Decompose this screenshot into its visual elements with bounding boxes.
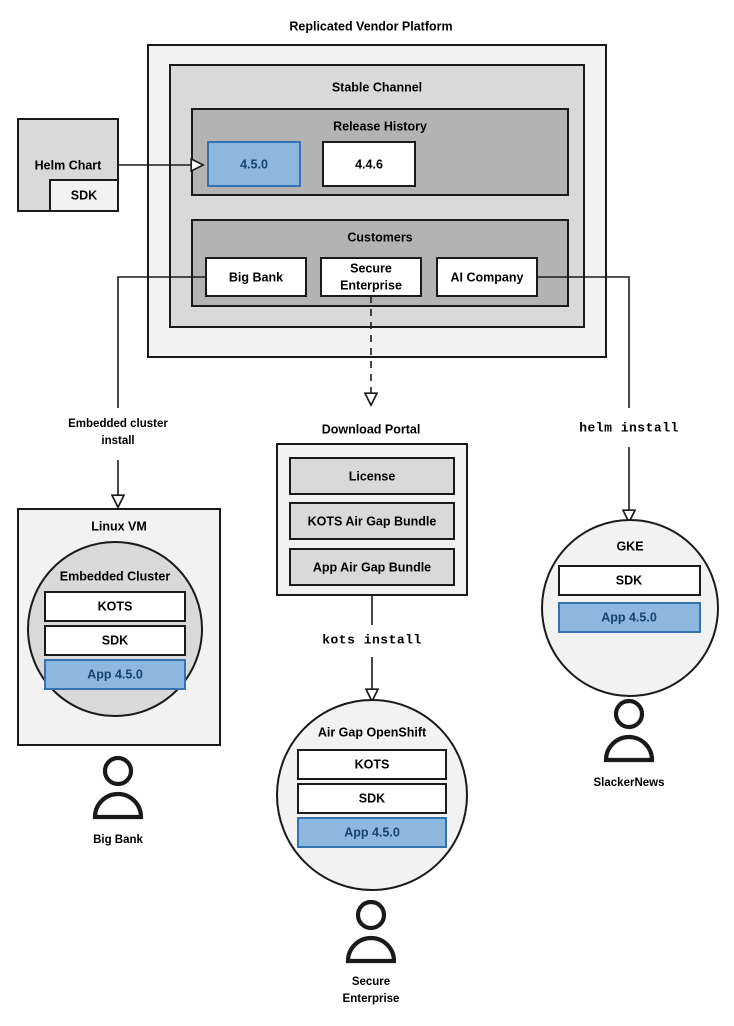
linux-vm-component-sdk [44,625,186,656]
customer-label-line1: Secure [350,261,392,275]
release-card-4-4-6[interactable] [322,141,416,187]
helm-chart-label: Helm Chart [35,158,103,172]
linux-vm-component-app [44,659,186,690]
release-history-title: Release History [333,119,427,133]
linux-vm-title: Linux VM [91,519,147,533]
actor-label-secure-enterprise-line2: Enterprise [343,993,400,1005]
component-label: App 4.5.0 [87,667,143,681]
component-label: SDK [102,633,128,647]
connector-label-kots-install: kots install [322,632,422,647]
portal-item-label: KOTS Air Gap Bundle [308,514,437,528]
connector-label-embedded-install-line1: Embedded cluster [68,418,168,430]
connector-ai-company-down [537,276,630,408]
component-label: SDK [359,791,385,805]
component-label: SDK [616,573,642,587]
customer-card-secure-enterprise[interactable] [320,257,422,297]
gke-title: GKE [616,539,643,553]
stable-channel-title: Stable Channel [332,80,422,94]
person-icon [603,698,655,763]
portal-item-app-airgap-bundle[interactable] [289,548,455,586]
openshift-component-kots [297,749,447,780]
release-version-label: 4.4.6 [355,157,383,171]
actor-label-slackernews: SlackerNews [594,777,665,789]
connector-bigbank-down [117,276,206,408]
connector-label-embedded-install-line2: install [101,435,134,447]
person-icon [345,899,397,964]
component-label: App 4.5.0 [344,825,400,839]
portal-item-kots-airgap-bundle[interactable] [289,502,455,540]
portal-item-license[interactable] [289,457,455,495]
customer-label: Big Bank [229,270,283,284]
linux-vm-component-kots [44,591,186,622]
customer-label: AI Company [451,270,524,284]
airgap-openshift-title: Air Gap OpenShift [318,725,427,739]
release-card-4-5-0[interactable] [207,141,301,187]
page-title: Replicated Vendor Platform [289,19,452,33]
actor-label-big-bank: Big Bank [93,834,143,846]
person-icon [92,755,144,820]
actor-label-secure-enterprise-line1: Secure [352,976,390,988]
release-version-label: 4.5.0 [240,157,268,171]
component-label: KOTS [355,757,390,771]
component-label: KOTS [98,599,133,613]
customer-card-big-bank[interactable] [205,257,307,297]
component-label: App 4.5.0 [601,610,657,624]
openshift-component-sdk [297,783,447,814]
download-portal-title: Download Portal [322,422,421,436]
gke-component-app [558,602,701,633]
customers-title: Customers [347,230,412,244]
helm-chart-sdk-box [49,179,119,212]
openshift-component-app [297,817,447,848]
portal-item-label: App Air Gap Bundle [313,560,431,574]
helm-chart-sdk-label: SDK [71,188,97,202]
embedded-cluster-title: Embedded Cluster [60,569,171,583]
customer-label-line2: Enterprise [340,278,402,292]
portal-item-label: License [349,469,396,483]
gke-component-sdk [558,565,701,596]
connector-label-helm-install: helm install [579,420,679,435]
customer-card-ai-company[interactable] [436,257,538,297]
